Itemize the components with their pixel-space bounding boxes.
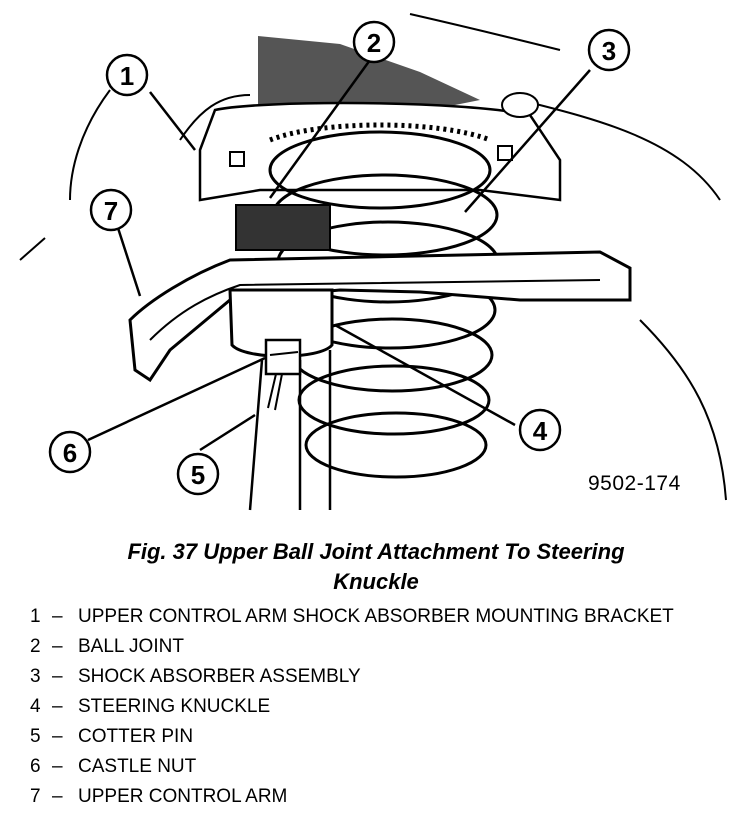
legend-number: 3: [30, 666, 41, 687]
bracket-boss: [501, 92, 539, 118]
callout-7: 7: [104, 196, 118, 226]
control-arm-edge: [149, 279, 601, 341]
legend-number: 4: [30, 696, 41, 717]
body-panel-shaded: [258, 36, 480, 110]
ball-joint-illustration: 1 2 3 4 5 6 7: [19, 13, 727, 511]
vehicle-body-lines: [19, 13, 727, 501]
callout-3: 3: [602, 36, 616, 66]
leader-lines: [87, 59, 591, 452]
callout-4: 4: [533, 416, 548, 446]
legend-dash: –: [52, 636, 63, 657]
legend-item: 3 – SHOCK ABSORBER ASSEMBLY: [30, 666, 730, 687]
legend-text: UPPER CONTROL ARM SHOCK ABSORBER MOUNTIN…: [78, 606, 674, 627]
legend-text: STEERING KNUCKLE: [78, 696, 271, 717]
legend-item: 4 – STEERING KNUCKLE: [30, 696, 730, 717]
legend-text: SHOCK ABSORBER ASSEMBLY: [78, 666, 361, 687]
caption-line-2: Knuckle: [333, 569, 419, 594]
legend-number: 5: [30, 726, 41, 747]
figure-code: 9502-174: [588, 472, 681, 495]
castle-nut-slot: [269, 351, 299, 356]
legend-list: 1 – UPPER CONTROL ARM SHOCK ABSORBER MOU…: [30, 606, 730, 816]
callout-circles: [48, 20, 631, 496]
legend-dash: –: [52, 696, 63, 717]
legend-item: 7 – UPPER CONTROL ARM: [30, 786, 730, 807]
legend-number: 7: [30, 786, 41, 807]
legend-dash: –: [52, 666, 63, 687]
legend-dash: –: [52, 786, 63, 807]
legend-number: 6: [30, 756, 41, 777]
figure-caption: Fig. 37 Upper Ball Joint Attachment To S…: [20, 537, 732, 597]
callout-1: 1: [120, 61, 134, 91]
legend-number: 2: [30, 636, 41, 657]
mounting-bracket: [198, 101, 562, 202]
upper-control-arm: [128, 250, 632, 383]
legend-text: UPPER CONTROL ARM: [78, 786, 288, 807]
legend-item: 1 – UPPER CONTROL ARM SHOCK ABSORBER MOU…: [30, 606, 730, 627]
legend-text: BALL JOINT: [78, 636, 184, 657]
legend-number: 1: [30, 606, 41, 627]
bracket-studs: [229, 145, 513, 167]
spring-seat: [269, 122, 491, 143]
callout-5: 5: [191, 460, 205, 490]
legend-item: 2 – BALL JOINT: [30, 636, 730, 657]
castle-nut: [264, 338, 302, 376]
caption-line-1: Fig. 37 Upper Ball Joint Attachment To S…: [127, 539, 625, 564]
callout-6: 6: [63, 438, 77, 468]
legend-item: 6 – CASTLE NUT: [30, 756, 730, 777]
legend-dash: –: [52, 726, 63, 747]
cotter-pin: [267, 373, 283, 411]
ball-joint: [235, 204, 331, 251]
callout-2: 2: [367, 28, 381, 58]
legend-dash: –: [52, 756, 63, 777]
legend-text: CASTLE NUT: [78, 756, 197, 777]
steering-knuckle-body: [248, 350, 332, 511]
legend-text: COTTER PIN: [78, 726, 194, 747]
legend-dash: –: [52, 606, 63, 627]
legend-item: 5 – COTTER PIN: [30, 726, 730, 747]
